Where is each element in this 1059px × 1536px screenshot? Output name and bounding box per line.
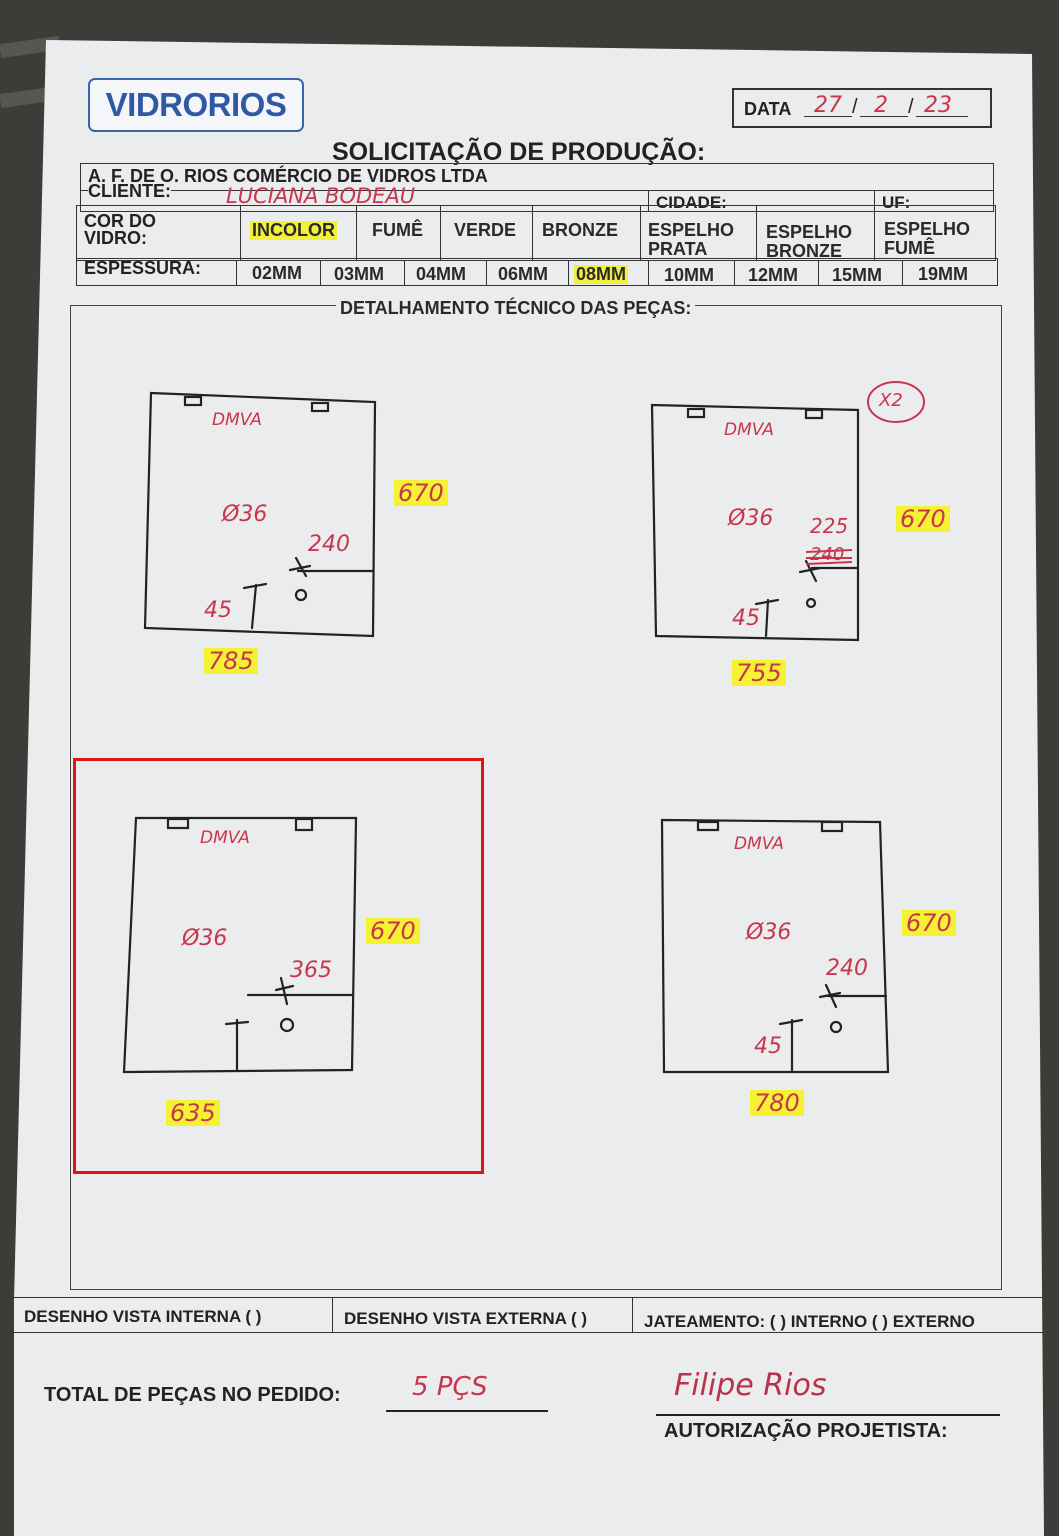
date-day: 27 — [814, 93, 842, 118]
piece-2-outline — [650, 403, 860, 642]
piece-3-offset-x: 365 — [290, 958, 332, 983]
thickness-02mm: 02MM — [252, 263, 303, 283]
thickness-label: ESPESSURA: — [84, 258, 202, 278]
piece-3-label: DMVA — [200, 828, 250, 848]
total-pieces-value: 5 PÇS — [412, 1372, 488, 1402]
date-month: 2 — [874, 93, 888, 118]
glass-color-row — [76, 205, 996, 261]
uf-label: UF: — [882, 193, 911, 212]
form-title: SOLICITAÇÃO DE PRODUÇÃO: — [332, 138, 706, 166]
piece-4-width: 780 — [750, 1090, 804, 1116]
vidrorios-logo: VIDRORIOS — [88, 78, 304, 132]
piece-1-outline — [143, 391, 377, 638]
piece-1-offset-y: 45 — [204, 598, 232, 623]
piece-4-offset-x: 240 — [826, 956, 868, 981]
piece-2-qty: X2 — [879, 390, 903, 411]
piece-1-hole: Ø36 — [222, 502, 268, 527]
piece-4-offset-y: 45 — [754, 1034, 782, 1059]
external-view-option: DESENHO VISTA EXTERNA ( ) — [344, 1309, 588, 1328]
designer-authorization-label: AUTORIZAÇÃO PROJETISTA: — [664, 1420, 948, 1442]
sandblast-option: JATEAMENTO: ( ) INTERNO ( ) EXTERNO — [644, 1312, 975, 1331]
internal-view-option: DESENHO VISTA INTERNA ( ) — [24, 1307, 262, 1326]
thickness-row — [76, 258, 998, 286]
designer-signature: Filipe Rios — [674, 1368, 827, 1403]
piece-4-hole: Ø36 — [746, 920, 792, 945]
color-option-verde: VERDE — [454, 220, 517, 240]
thickness-08mm: 08MM — [574, 264, 629, 284]
color-option-fume: FUMÊ — [372, 220, 423, 240]
piece-2-hole: Ø36 — [728, 506, 774, 531]
client-name: LUCIANA BODEAU — [226, 184, 416, 208]
thickness-04mm: 04MM — [416, 264, 467, 284]
piece-2-height: 670 — [896, 506, 950, 532]
piece-4-label: DMVA — [734, 834, 784, 854]
technical-detail-title: DETALHAMENTO TÉCNICO DAS PEÇAS: — [336, 298, 696, 319]
color-option-bronze: BRONZE — [542, 220, 618, 240]
piece-2-label: DMVA — [724, 420, 774, 440]
thickness-12mm: 12MM — [748, 265, 799, 285]
thickness-03mm: 03MM — [334, 264, 385, 284]
thickness-19mm: 19MM — [918, 264, 969, 284]
date-label: DATA — [744, 99, 792, 119]
production-request-sheet — [14, 40, 1044, 1536]
highlight-box — [73, 758, 484, 1174]
view-options-row: DESENHO VISTA INTERNA ( ) DESENHO VISTA … — [14, 1297, 1044, 1333]
piece-1-width: 785 — [204, 648, 258, 674]
color-option-incolor: INCOLOR — [250, 220, 337, 240]
piece-4-height: 670 — [902, 910, 956, 936]
city-label: CIDADE: — [656, 193, 727, 212]
thickness-10mm: 10MM — [664, 265, 715, 285]
piece-4-outline — [660, 818, 890, 1074]
piece-2-offset-y: 45 — [732, 606, 760, 631]
piece-3-outline — [122, 816, 358, 1074]
piece-3-height: 670 — [366, 918, 420, 944]
thickness-06mm: 06MM — [498, 264, 549, 284]
piece-2-offset-x: 225 — [810, 514, 849, 538]
client-label: CLIENTE: — [88, 181, 171, 201]
total-pieces-label: TOTAL DE PEÇAS NO PEDIDO: — [44, 1384, 341, 1406]
piece-2-width: 755 — [732, 660, 786, 686]
company-name: A. F. DE O. RIOS COMÉRCIO DE VIDROS LTDA — [88, 166, 488, 186]
piece-1-offset-x: 240 — [308, 532, 350, 557]
date-year: 23 — [924, 93, 952, 118]
thickness-15mm: 15MM — [832, 265, 883, 285]
piece-2-offset-x-crossed: 240 — [810, 544, 845, 565]
date-box: DATA 27 / 2 / 23 — [732, 88, 992, 128]
client-row — [80, 190, 994, 212]
piece-1-height: 670 — [394, 480, 448, 506]
piece-3-width: 635 — [166, 1100, 220, 1126]
piece-1-label: DMVA — [212, 410, 262, 430]
piece-3-hole: Ø36 — [182, 926, 228, 951]
